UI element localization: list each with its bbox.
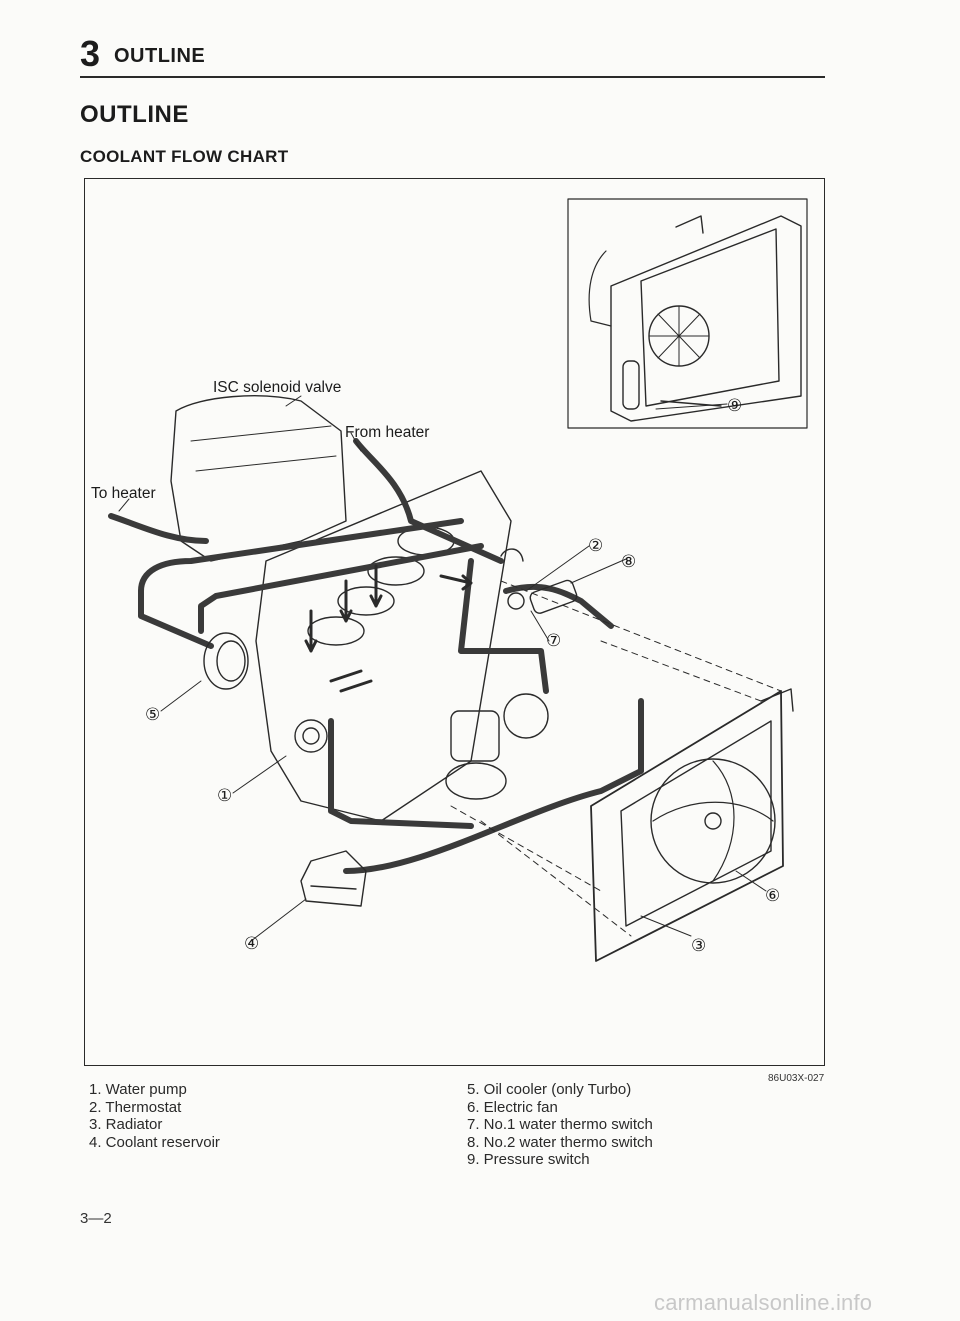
coolant-flow-diagram: ① ② ③ ④ ⑤ ⑥ ⑦ ⑧ ⑨ ISC solenoid valve Fro… xyxy=(91,198,808,962)
label-from-heater: From heater xyxy=(345,424,429,441)
inset-box xyxy=(567,198,808,429)
leader-lines xyxy=(118,395,767,942)
callouts: ① ② ③ ④ ⑤ ⑥ ⑦ ⑧ ⑨ xyxy=(145,396,780,955)
legend-item: 1. Water pump xyxy=(89,1081,187,1098)
legend-item: 8. No.2 water thermo switch xyxy=(467,1133,653,1151)
inset-radiator xyxy=(588,215,802,422)
coolant-hoses xyxy=(108,438,644,874)
legend-item: 9. Pressure switch xyxy=(467,1151,590,1168)
watermark: carmanualsonline.info xyxy=(654,1290,873,1315)
legend-right: 5. Oil cooler (only Turbo) 6. Electric f… xyxy=(467,1081,653,1169)
water-pump xyxy=(294,719,328,753)
callout-9: ⑨ xyxy=(727,396,742,415)
page-number: 3—2 xyxy=(80,1210,112,1227)
callout-1: ① xyxy=(217,786,232,805)
chapter-title: OUTLINE xyxy=(114,45,206,67)
section-title: OUTLINE xyxy=(80,101,189,128)
legend-item: 2. Thermostat xyxy=(89,1098,182,1116)
dashed-guides xyxy=(450,580,782,937)
callout-4: ④ xyxy=(244,934,259,953)
callout-8: ⑧ xyxy=(621,552,636,571)
legend-item: 5. Oil cooler (only Turbo) xyxy=(467,1081,632,1098)
subsection-title: COOLANT FLOW CHART xyxy=(80,147,289,166)
turbocharger xyxy=(445,693,549,800)
radiator xyxy=(590,688,794,962)
label-to-heater: To heater xyxy=(91,485,156,502)
callout-6: ⑥ xyxy=(765,886,780,905)
flow-arrows xyxy=(304,564,473,693)
callout-2: ② xyxy=(588,536,603,555)
callout-3: ③ xyxy=(691,936,706,955)
figure-code: 86U03X-027 xyxy=(768,1073,825,1084)
legend-item: 4. Coolant reservoir xyxy=(89,1133,220,1151)
callout-7: ⑦ xyxy=(546,631,561,650)
coolant-reservoir xyxy=(300,850,367,907)
oil-cooler xyxy=(203,632,249,690)
label-isc-solenoid-valve: ISC solenoid valve xyxy=(213,379,341,396)
header-rule xyxy=(80,76,825,78)
figure-frame: ① ② ③ ④ ⑤ ⑥ ⑦ ⑧ ⑨ ISC solenoid valve Fro… xyxy=(84,178,825,1066)
engine-block xyxy=(170,395,512,822)
callout-5: ⑤ xyxy=(145,705,160,724)
legend-item: 7. No.1 water thermo switch xyxy=(467,1116,653,1133)
chapter-number: 3 xyxy=(80,33,101,74)
legend-item: 3. Radiator xyxy=(89,1116,163,1133)
legend-left: 1. Water pump 2. Thermostat 3. Radiator … xyxy=(89,1081,220,1151)
legend-item: 6. Electric fan xyxy=(467,1098,558,1116)
thermostat-housing xyxy=(500,548,578,614)
